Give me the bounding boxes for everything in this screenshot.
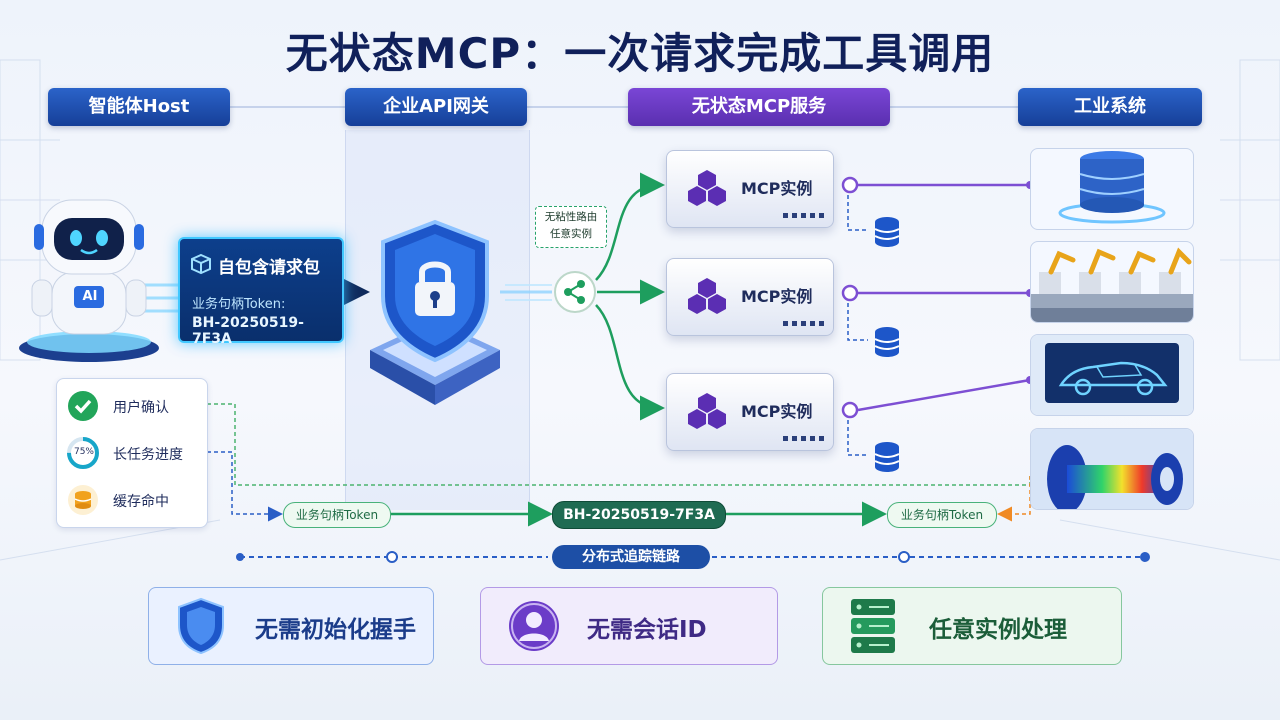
server-slots	[783, 436, 824, 441]
server-slots	[783, 213, 824, 218]
mcp-instance-label: MCP实例	[741, 179, 813, 198]
feature-label: 无需会话ID	[587, 617, 707, 643]
tracing-label: 分布式追踪链路	[552, 545, 710, 569]
database-icon	[874, 217, 900, 247]
status-item-user-confirm: 用户确认	[67, 389, 197, 423]
routing-note-line2: 任意实例	[550, 228, 592, 240]
status-item-label: 长任务进度	[113, 447, 183, 463]
industrial-database-system	[1030, 148, 1194, 230]
hexagons-icon	[688, 393, 726, 429]
status-item-task-progress: 75% 长任务进度	[67, 436, 197, 470]
mcp-instance-2: MCP实例	[666, 258, 834, 336]
request-packet-title: 自包含请求包	[218, 258, 320, 278]
database-icon	[874, 442, 900, 472]
robot-arm-line-icon	[1031, 247, 1193, 322]
request-packet-token-label: 业务句柄Token:	[192, 297, 286, 312]
car-wireframe-icon	[1031, 335, 1193, 415]
routing-note-line1: 无粘性路由	[544, 211, 598, 223]
shield-lock-icon	[370, 219, 500, 405]
server-slots	[783, 321, 824, 326]
column-header-host: 智能体Host	[48, 88, 230, 126]
request-packet: 自包含请求包 业务句柄Token: BH-20250519-7F3A	[178, 237, 344, 347]
database-icon	[874, 327, 900, 357]
column-header-gateway: 企业API网关	[345, 88, 527, 126]
request-packet-token-value: BH-20250519-7F3A	[192, 315, 304, 347]
server-rack-icon	[851, 599, 895, 653]
database-coin-icon	[68, 485, 98, 515]
token-pill-left: 业务句柄Token	[283, 502, 391, 528]
column-header-industrial: 工业系统	[1018, 88, 1202, 126]
mcp-instance-3: MCP实例	[666, 373, 834, 451]
ai-robot: AI	[14, 190, 164, 370]
mcp-instance-1: MCP实例	[666, 150, 834, 228]
routing-note: 无粘性路由 任意实例	[535, 206, 607, 248]
shield-icon	[178, 597, 224, 655]
feature-label: 无需初始化握手	[255, 617, 416, 643]
gateway-shield	[355, 210, 515, 410]
industrial-simulation	[1030, 428, 1194, 510]
hexagons-icon	[688, 170, 726, 206]
status-item-label: 用户确认	[113, 400, 169, 416]
feature-label: 任意实例处理	[929, 617, 1067, 643]
progress-ring-icon	[67, 437, 99, 469]
feature-no-session-id: 无需会话ID	[480, 587, 778, 665]
status-panel: 用户确认 75% 长任务进度 缓存命中	[56, 378, 208, 528]
industrial-car-design	[1030, 334, 1194, 416]
check-icon	[68, 391, 98, 421]
robot-ai-badge: AI	[82, 289, 98, 304]
token-value-pill: BH-20250519-7F3A	[552, 501, 726, 529]
industrial-assembly-line	[1030, 241, 1194, 323]
mcp-instance-label: MCP实例	[741, 287, 813, 306]
status-item-cache-hit: 缓存命中	[67, 483, 197, 517]
progress-value: 75%	[73, 447, 94, 457]
token-pill-right: 业务句柄Token	[887, 502, 997, 528]
cube-icon	[191, 253, 211, 275]
status-item-label: 缓存命中	[113, 494, 169, 510]
gear-shaft-simulation-icon	[1031, 429, 1193, 509]
column-header-mcp-service: 无状态MCP服务	[628, 88, 890, 126]
feature-no-handshake: 无需初始化握手	[148, 587, 434, 665]
page-title: 无状态MCP：一次请求完成工具调用	[285, 29, 995, 78]
router-node-icon	[554, 271, 596, 313]
feature-any-instance: 任意实例处理	[822, 587, 1122, 665]
hexagons-icon	[688, 278, 726, 314]
mcp-instance-label: MCP实例	[741, 402, 813, 421]
user-icon	[509, 601, 559, 651]
database-stack-icon	[1058, 151, 1166, 224]
robot-icon	[19, 199, 159, 362]
